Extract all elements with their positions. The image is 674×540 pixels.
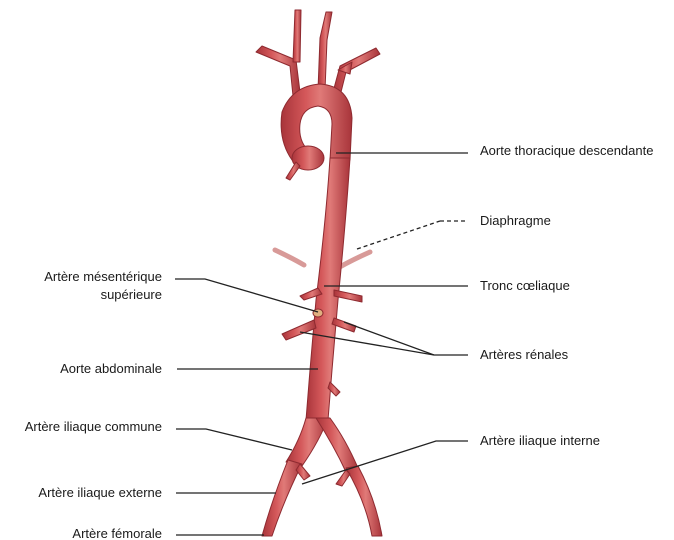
left-subclavian-upper [293,10,301,62]
left-internal-iliac [296,464,310,480]
renal-left [282,320,316,340]
leader-iliaque-interne [302,441,468,484]
label-tronc-coeliaque: Tronc cœliaque [480,278,570,294]
label-aorte-thoracique: Aorte thoracique descendante [480,143,653,159]
leader-iliaque-commune [176,429,292,450]
label-artere-mesenterique-line2: supérieure [101,287,162,303]
label-diaphragme: Diaphragme [480,213,551,229]
label-artere-iliaque-commune: Artère iliaque commune [25,419,162,435]
right-common-iliac [316,418,358,472]
label-artere-femorale: Artère fémorale [72,526,162,540]
diaphragm-left-stroke [275,250,304,265]
coronary-branch [286,162,300,180]
label-arteres-renales: Artères rénales [480,347,568,363]
leader-mesenterique [175,279,318,312]
sma-origin [313,309,323,317]
aorta-vessels [256,10,382,536]
left-common-carotid [318,12,332,90]
label-artere-iliaque-interne: Artère iliaque interne [480,433,600,449]
descending-aorta [306,158,350,420]
label-artere-iliaque-externe: Artère iliaque externe [38,485,162,501]
left-subclavian [333,48,380,96]
left-external-iliac [262,460,302,536]
label-artere-mesenterique-line1: Artère mésentérique [44,269,162,285]
right-external-iliac [346,466,382,536]
label-aorte-abdominale: Aorte abdominale [60,361,162,377]
leader-diaphragme-dashed [357,221,440,249]
